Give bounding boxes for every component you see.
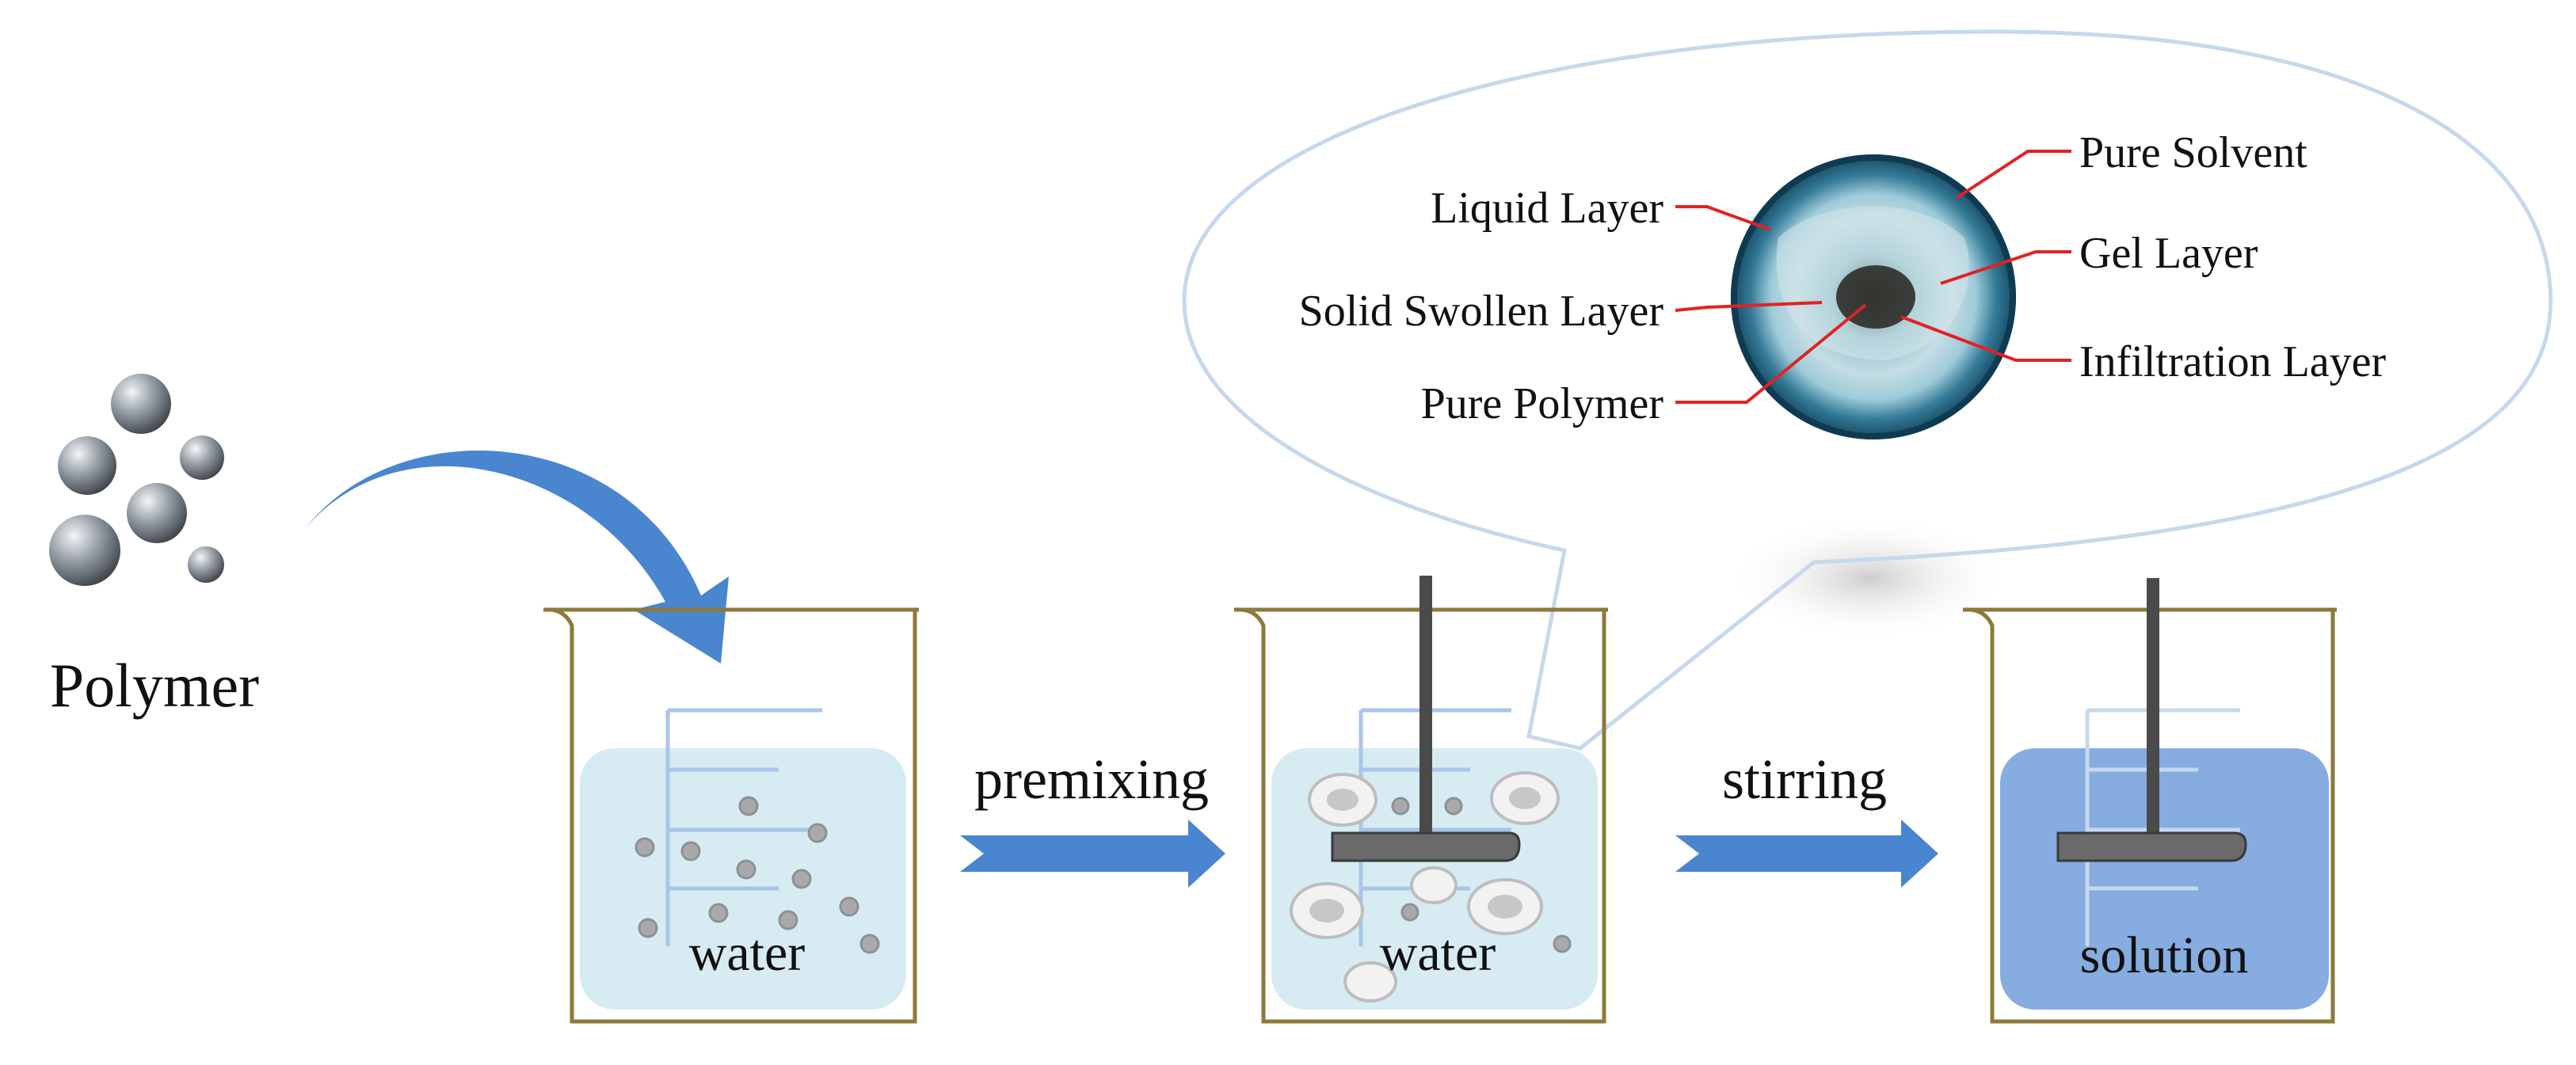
beaker-2: water [1234, 576, 1608, 1024]
leader-liquid-layer [1675, 205, 1771, 231]
polymer-particles [49, 374, 224, 586]
cross-section-disc-icon [1731, 154, 2016, 439]
label-premixing: premixing [974, 747, 1209, 811]
inset-shadow [1727, 515, 2012, 641]
label-liquid-layer: Liquid Layer [1431, 184, 1663, 233]
label-gel-layer: Gel Layer [2079, 229, 2258, 278]
inset-callout-bubble [1182, 29, 2553, 751]
leader-infiltration-layer [1900, 315, 2071, 362]
scale-marks-1 [665, 708, 822, 946]
label-infiltration-layer: Infiltration Layer [2079, 337, 2387, 386]
right-arrow-icon [1675, 820, 1938, 888]
polymer-particle-icon [180, 436, 224, 480]
polymer-particle-icon [127, 483, 187, 543]
leader-pure-solvent [1955, 150, 2071, 200]
right-arrow-icon [960, 820, 1225, 888]
swollen-particles-1 [634, 796, 880, 954]
beaker-3: solution [1963, 578, 2337, 1024]
label-water-2: water [1380, 924, 1496, 982]
leader-gel-layer [1940, 250, 2071, 285]
leader-solid-swollen-layer [1675, 301, 1823, 312]
label-polymer: Polymer [50, 651, 259, 720]
label-solid-swollen-layer: Solid Swollen Layer [1299, 287, 1664, 336]
beaker-1: water [543, 607, 919, 1024]
label-stirring: stirring [1722, 747, 1887, 811]
label-water-1: water [689, 924, 806, 982]
curved-arrow-icon [305, 450, 729, 664]
label-pure-polymer: Pure Polymer [1421, 379, 1664, 428]
stirrer-icon [2056, 578, 2247, 862]
leader-lines [1675, 150, 2071, 404]
stirrer-icon [1331, 576, 1521, 862]
label-solution: solution [2080, 926, 2249, 984]
polymer-particle-icon [188, 546, 224, 583]
scale-marks-3 [2085, 708, 2240, 946]
polymer-particle-icon [49, 515, 120, 586]
polymer-particle-icon [58, 436, 116, 495]
water-1 [580, 748, 906, 1010]
label-pure-solvent: Pure Solvent [2079, 128, 2307, 177]
polymer-particle-icon [111, 374, 171, 434]
leader-pure-polymer [1675, 303, 1867, 404]
solution-fill [2000, 748, 2329, 1010]
